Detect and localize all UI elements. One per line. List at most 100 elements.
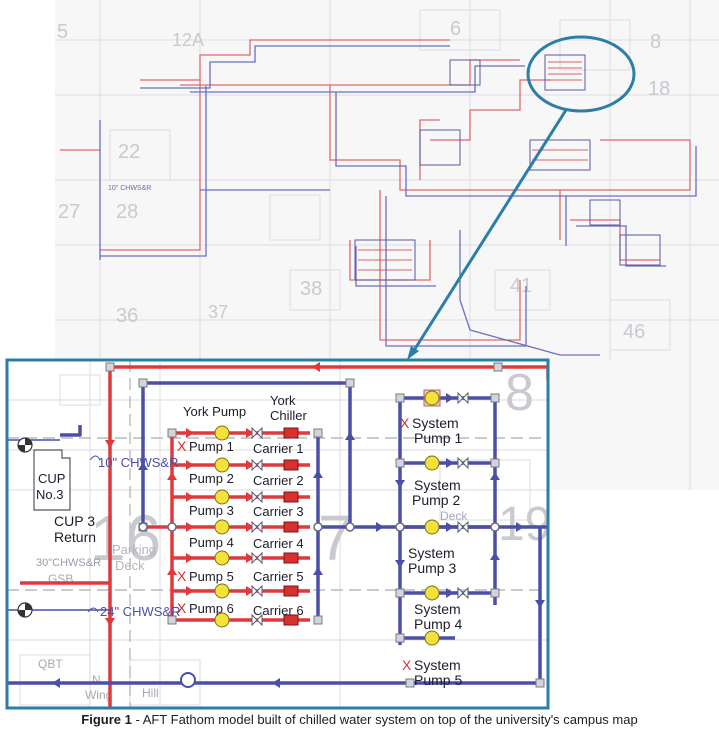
- figure-caption-text: - AFT Fathom model built of chilled wate…: [131, 712, 638, 727]
- pump-label: Pump 5: [189, 569, 234, 584]
- qbt-label: QBT: [38, 657, 63, 671]
- carrier-label: Carrier 4: [253, 536, 304, 551]
- block-number: 5: [57, 21, 68, 43]
- junction-circles: [138, 522, 500, 532]
- chiller-icons: [283, 427, 299, 626]
- pump-label: Pump 1: [189, 439, 234, 454]
- pipe-tag-30: 30"CHWS&R: [36, 557, 101, 569]
- off-marker: X: [177, 438, 187, 454]
- hill-label: Hill: [142, 686, 159, 700]
- supply-flow-arrows: [105, 362, 320, 626]
- highlight-ellipse: [526, 35, 636, 113]
- map-block-numbers: 5 12A 6 8 18 22 27 28 38 41 36 46 37: [57, 18, 670, 343]
- chiller-icon[interactable]: [283, 491, 299, 503]
- chiller-icon[interactable]: [283, 521, 299, 533]
- system-pump-label: Pump 3: [408, 560, 456, 576]
- system-pump-icon[interactable]: [424, 585, 440, 601]
- map-number: 8: [505, 364, 534, 422]
- system-pump-label: System: [408, 545, 455, 561]
- chiller-icon[interactable]: [283, 552, 299, 564]
- callout-arrowhead: [407, 346, 419, 360]
- tag-leader: [87, 607, 99, 613]
- map-number: 7: [318, 502, 354, 574]
- system-pump-label: System: [412, 415, 459, 431]
- system-pump-labels: X System Pump 1 System Pump 2 System Pum…: [400, 415, 462, 688]
- map-pipe-tag: 10" CHWS&R: [108, 185, 151, 192]
- pump-label: Pump 2: [189, 471, 234, 486]
- system-pump-icons: [423, 389, 441, 646]
- system-pump-icon[interactable]: [424, 519, 440, 535]
- block-number: 28: [116, 201, 138, 223]
- block-number: 12A: [172, 30, 204, 50]
- cup-building-label: No.3: [36, 487, 63, 502]
- tag-leader: [89, 455, 101, 461]
- block-number: 6: [450, 18, 461, 40]
- off-marker: X: [177, 568, 187, 584]
- pump-labels: X Pump 1 Pump 2 Pump 3 Pump 4 X Pump 5 X…: [177, 438, 234, 616]
- pipe-tag-24: 24" CHWS&R: [100, 604, 180, 619]
- off-marker: X: [177, 600, 187, 616]
- map-label: N: [92, 673, 101, 687]
- system-pump-icon[interactable]: [424, 390, 440, 406]
- york-pump-header: York Pump: [183, 404, 246, 419]
- chiller-icon[interactable]: [283, 459, 299, 471]
- block-number: 38: [300, 278, 322, 300]
- wing-label: Wing: [85, 688, 112, 702]
- system-pump-label: System: [414, 657, 461, 673]
- detail-border: [5, 358, 550, 710]
- off-marker: X: [402, 657, 412, 673]
- hill-node-icon: [180, 672, 196, 688]
- block-number: 18: [648, 78, 670, 100]
- pipe-tag-10: 10" CHWS&R: [98, 455, 178, 470]
- parking-deck-label: Parking: [112, 542, 156, 557]
- pump-icon[interactable]: [214, 612, 230, 628]
- return-flow-arrows: [52, 393, 545, 688]
- system-pump-icon[interactable]: [424, 455, 440, 471]
- system-pump-label: System: [414, 601, 461, 617]
- pump-icon[interactable]: [214, 583, 230, 599]
- chiller-icon[interactable]: [283, 427, 299, 439]
- map-number: 16: [90, 502, 161, 574]
- pump-icon[interactable]: [214, 457, 230, 473]
- system-pump-label: Pump 2: [412, 492, 460, 508]
- system-pump-label: Pump 4: [414, 616, 462, 632]
- pump-icon[interactable]: [214, 550, 230, 566]
- system-pump-label: Pump 5: [414, 672, 462, 688]
- callout-line: [411, 109, 568, 353]
- block-number: 36: [116, 305, 138, 327]
- cup-return-label: Return: [54, 529, 96, 545]
- cup-building-icon: [33, 449, 71, 511]
- carrier-label: Carrier 1: [253, 441, 304, 456]
- system-pump-icon[interactable]: [424, 630, 440, 646]
- pump-icon[interactable]: [214, 425, 230, 441]
- carrier-label: Carrier 3: [253, 504, 304, 519]
- chiller-icon[interactable]: [283, 614, 299, 626]
- block-number: 41: [510, 275, 532, 297]
- york-chiller-header: York: [270, 393, 296, 408]
- block-number: 46: [623, 321, 645, 343]
- pump-label: Pump 4: [189, 535, 234, 550]
- map-cluster-detail: [358, 61, 588, 271]
- pump-label: Pump 3: [189, 503, 234, 518]
- off-marker: X: [400, 415, 410, 431]
- cup-building-label: CUP: [38, 471, 65, 486]
- reference-marker-icon: [17, 437, 33, 618]
- chiller-icon[interactable]: [283, 585, 299, 597]
- figure-caption: Figure 1 - AFT Fathom model built of chi…: [0, 711, 719, 728]
- valve-icons: [251, 391, 469, 627]
- map-number: 19: [498, 498, 551, 551]
- carrier-label: Carrier 6: [253, 603, 304, 618]
- york-pump-icons: [214, 425, 230, 628]
- block-number: 8: [650, 31, 661, 53]
- system-pump-label: Pump 1: [414, 430, 462, 446]
- carrier-label: Carrier 2: [253, 473, 304, 488]
- pump-label: Pump 6: [189, 601, 234, 616]
- carrier-labels: Carrier 1 Carrier 2 Carrier 3 Carrier 4 …: [253, 441, 304, 618]
- block-number: 22: [118, 141, 140, 163]
- figure-caption-label: Figure 1: [81, 712, 132, 727]
- pump-icon[interactable]: [214, 519, 230, 535]
- york-chiller-header: Chiller: [270, 408, 308, 423]
- block-number: 27: [58, 201, 80, 223]
- pump-icon[interactable]: [214, 489, 230, 505]
